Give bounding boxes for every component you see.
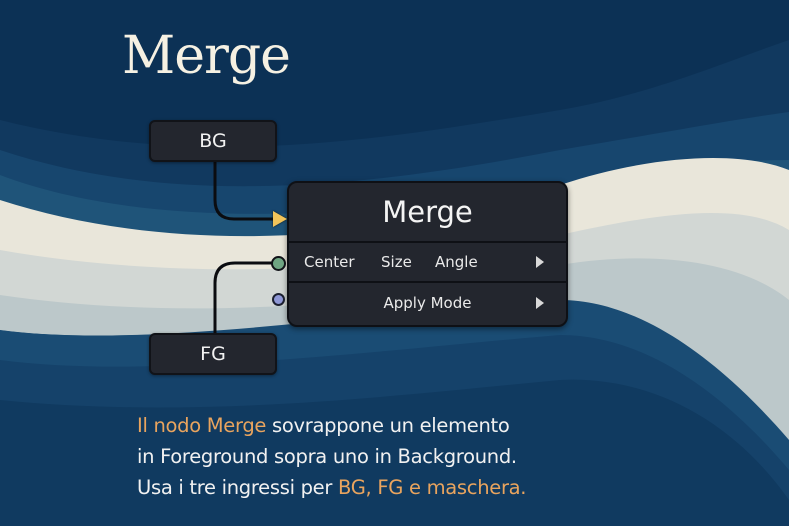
- play-arrow-icon[interactable]: [536, 297, 544, 309]
- caption-accent: Il nodo Merge: [137, 414, 267, 437]
- merge-transform-row[interactable]: Center Size Angle: [289, 243, 566, 283]
- fg-input-circle-socket-icon[interactable]: [271, 256, 286, 271]
- caption-line-1: Il nodo Merge sovrappone un elemento: [137, 410, 526, 441]
- param-angle: Angle: [435, 253, 478, 271]
- play-arrow-icon[interactable]: [536, 256, 544, 268]
- param-size: Size: [381, 253, 412, 271]
- bg-input-triangle-socket-icon[interactable]: [273, 211, 287, 227]
- caption-line-2: in Foreground sopra uno in Background.: [137, 445, 517, 468]
- param-apply-mode: Apply Mode: [383, 294, 472, 312]
- page-title: Merge: [122, 26, 291, 86]
- fg-node[interactable]: FG: [149, 333, 277, 375]
- caption-accent: BG, FG e maschera.: [338, 476, 527, 499]
- caption-text: sovrappone un elemento: [266, 414, 510, 437]
- param-center: Center: [304, 253, 355, 271]
- bg-node[interactable]: BG: [149, 120, 277, 162]
- bg-node-label: BG: [199, 130, 227, 152]
- description-caption: Il nodo Merge sovrappone un elemento in …: [137, 410, 527, 503]
- caption-text: Usa i tre ingressi per: [137, 476, 338, 499]
- caption-line-3: Usa i tre ingressi per BG, FG e maschera…: [137, 472, 527, 503]
- merge-node-header: Merge: [289, 183, 566, 243]
- fg-node-label: FG: [200, 343, 226, 365]
- merge-node[interactable]: Merge Center Size Angle Apply Mode: [287, 181, 568, 327]
- mask-input-circle-socket-icon[interactable]: [272, 293, 285, 306]
- merge-apply-mode-row[interactable]: Apply Mode: [289, 283, 566, 323]
